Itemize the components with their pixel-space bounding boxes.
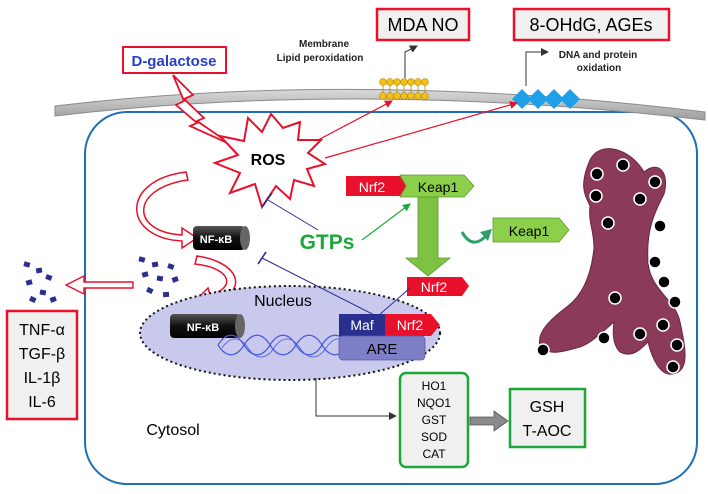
ros-starburst: [212, 112, 328, 210]
enzyme-cat: CAT: [422, 447, 446, 461]
nrf2-complex-label: Nrf2: [359, 179, 386, 195]
nfkb-nucleus: [170, 314, 245, 338]
maf-box: [339, 314, 385, 336]
nfkb-nucleus-label: NF-κB: [187, 322, 219, 334]
organelle-shape: [538, 148, 686, 375]
nrf2-nuclear-entry-line: [377, 287, 411, 317]
cytokine-particles-inside: [138, 256, 179, 298]
nrf2-complex-tag: [346, 176, 406, 196]
cytokine-secretion-arrow: [64, 274, 134, 296]
dna-protein-oxidation-diamonds: [512, 89, 580, 109]
keap1-complex-label: Keap1: [418, 179, 459, 195]
enzyme-nqo1: NQO1: [417, 396, 451, 410]
are-label: ARE: [367, 341, 398, 358]
oxidation-label: oxidation: [577, 63, 621, 74]
enzyme-ho1: HO1: [422, 379, 447, 393]
antioxidant-enzymes-box: [398, 371, 470, 469]
lipid-callout-line: [404, 45, 418, 78]
ros-label: ROS: [251, 152, 286, 169]
keap1-complex-tag: [399, 174, 475, 198]
d-galactose-box: [122, 46, 227, 74]
gtps-to-keap1-arrow: [361, 203, 411, 241]
nrf2-nuclear-label: Nrf2: [397, 317, 424, 333]
membrane-label: Membrane: [299, 39, 349, 50]
cytokine-tgf: TGF-β: [19, 346, 66, 363]
keap1-dissociation-arrow: [460, 231, 488, 244]
ros-to-dna-arrow: [324, 101, 518, 159]
ros-to-lipid-arrow: [317, 100, 393, 141]
keap1-free-tag: [492, 217, 570, 243]
mda-no-label: MDA NO: [387, 15, 458, 35]
dna-protein-label: DNA and protein: [559, 50, 638, 61]
mda-no-box: [375, 7, 471, 42]
cytokine-il1b: IL-1β: [24, 370, 61, 387]
lipid-peroxidation-label: Lipid peroxidation: [277, 53, 364, 64]
ohdg-ages-box: [512, 7, 671, 42]
cytosol-label: Cytosol: [146, 422, 199, 439]
transcription-arrow: [315, 378, 397, 420]
cytokine-tnf: TNF-α: [19, 322, 65, 339]
keap1-dissociation-arrowhead: [480, 229, 492, 241]
cytokine-particles-outside: [23, 261, 57, 303]
dna-helix: [217, 334, 351, 358]
gsh-label: GSH: [530, 399, 565, 416]
gsh-taoc-box: [508, 387, 587, 449]
nfkb-gtps-inhibit-line: [261, 257, 385, 321]
nfkb-gtps-inhibit-bar: [257, 251, 267, 265]
cytokines-box: [5, 309, 79, 421]
maf-label: Maf: [350, 317, 373, 333]
enzyme-sod: SOD: [421, 430, 447, 444]
cytokine-il6: IL-6: [28, 394, 56, 411]
keap1-free-label: Keap1: [509, 223, 550, 239]
dna-callout-line: [525, 48, 549, 86]
are-box: [338, 335, 426, 361]
enzyme-gst: GST: [422, 413, 447, 427]
t-aoc-label: T-AOC: [523, 423, 572, 440]
nrf2-free-tag: [407, 277, 469, 296]
organelle-dots: [536, 158, 684, 374]
ros-to-nfkb-curved-arrow: [136, 171, 199, 250]
nfkb-cytoplasm: [193, 226, 250, 250]
enzymes-to-gsh-arrow: [469, 410, 509, 432]
nfkb-cytoplasm-label: NF-κB: [200, 234, 232, 246]
nrf2-nuclear-tag: [385, 314, 440, 336]
ohdg-ages-label: 8-OHdG, AGEs: [529, 15, 652, 35]
nucleus-label: Nucleus: [254, 293, 312, 310]
nrf2-free-label: Nrf2: [421, 279, 448, 295]
nrf2-release-arrow: [404, 196, 452, 277]
d-galactose-label: D-galactose: [131, 53, 216, 70]
gtps-label: GTPs: [300, 231, 355, 254]
gtps-inhibit-ros-line: [267, 199, 319, 231]
gtps-inhibit-ros-bar: [261, 192, 273, 208]
lipid-peroxidation-beads: [379, 78, 429, 100]
